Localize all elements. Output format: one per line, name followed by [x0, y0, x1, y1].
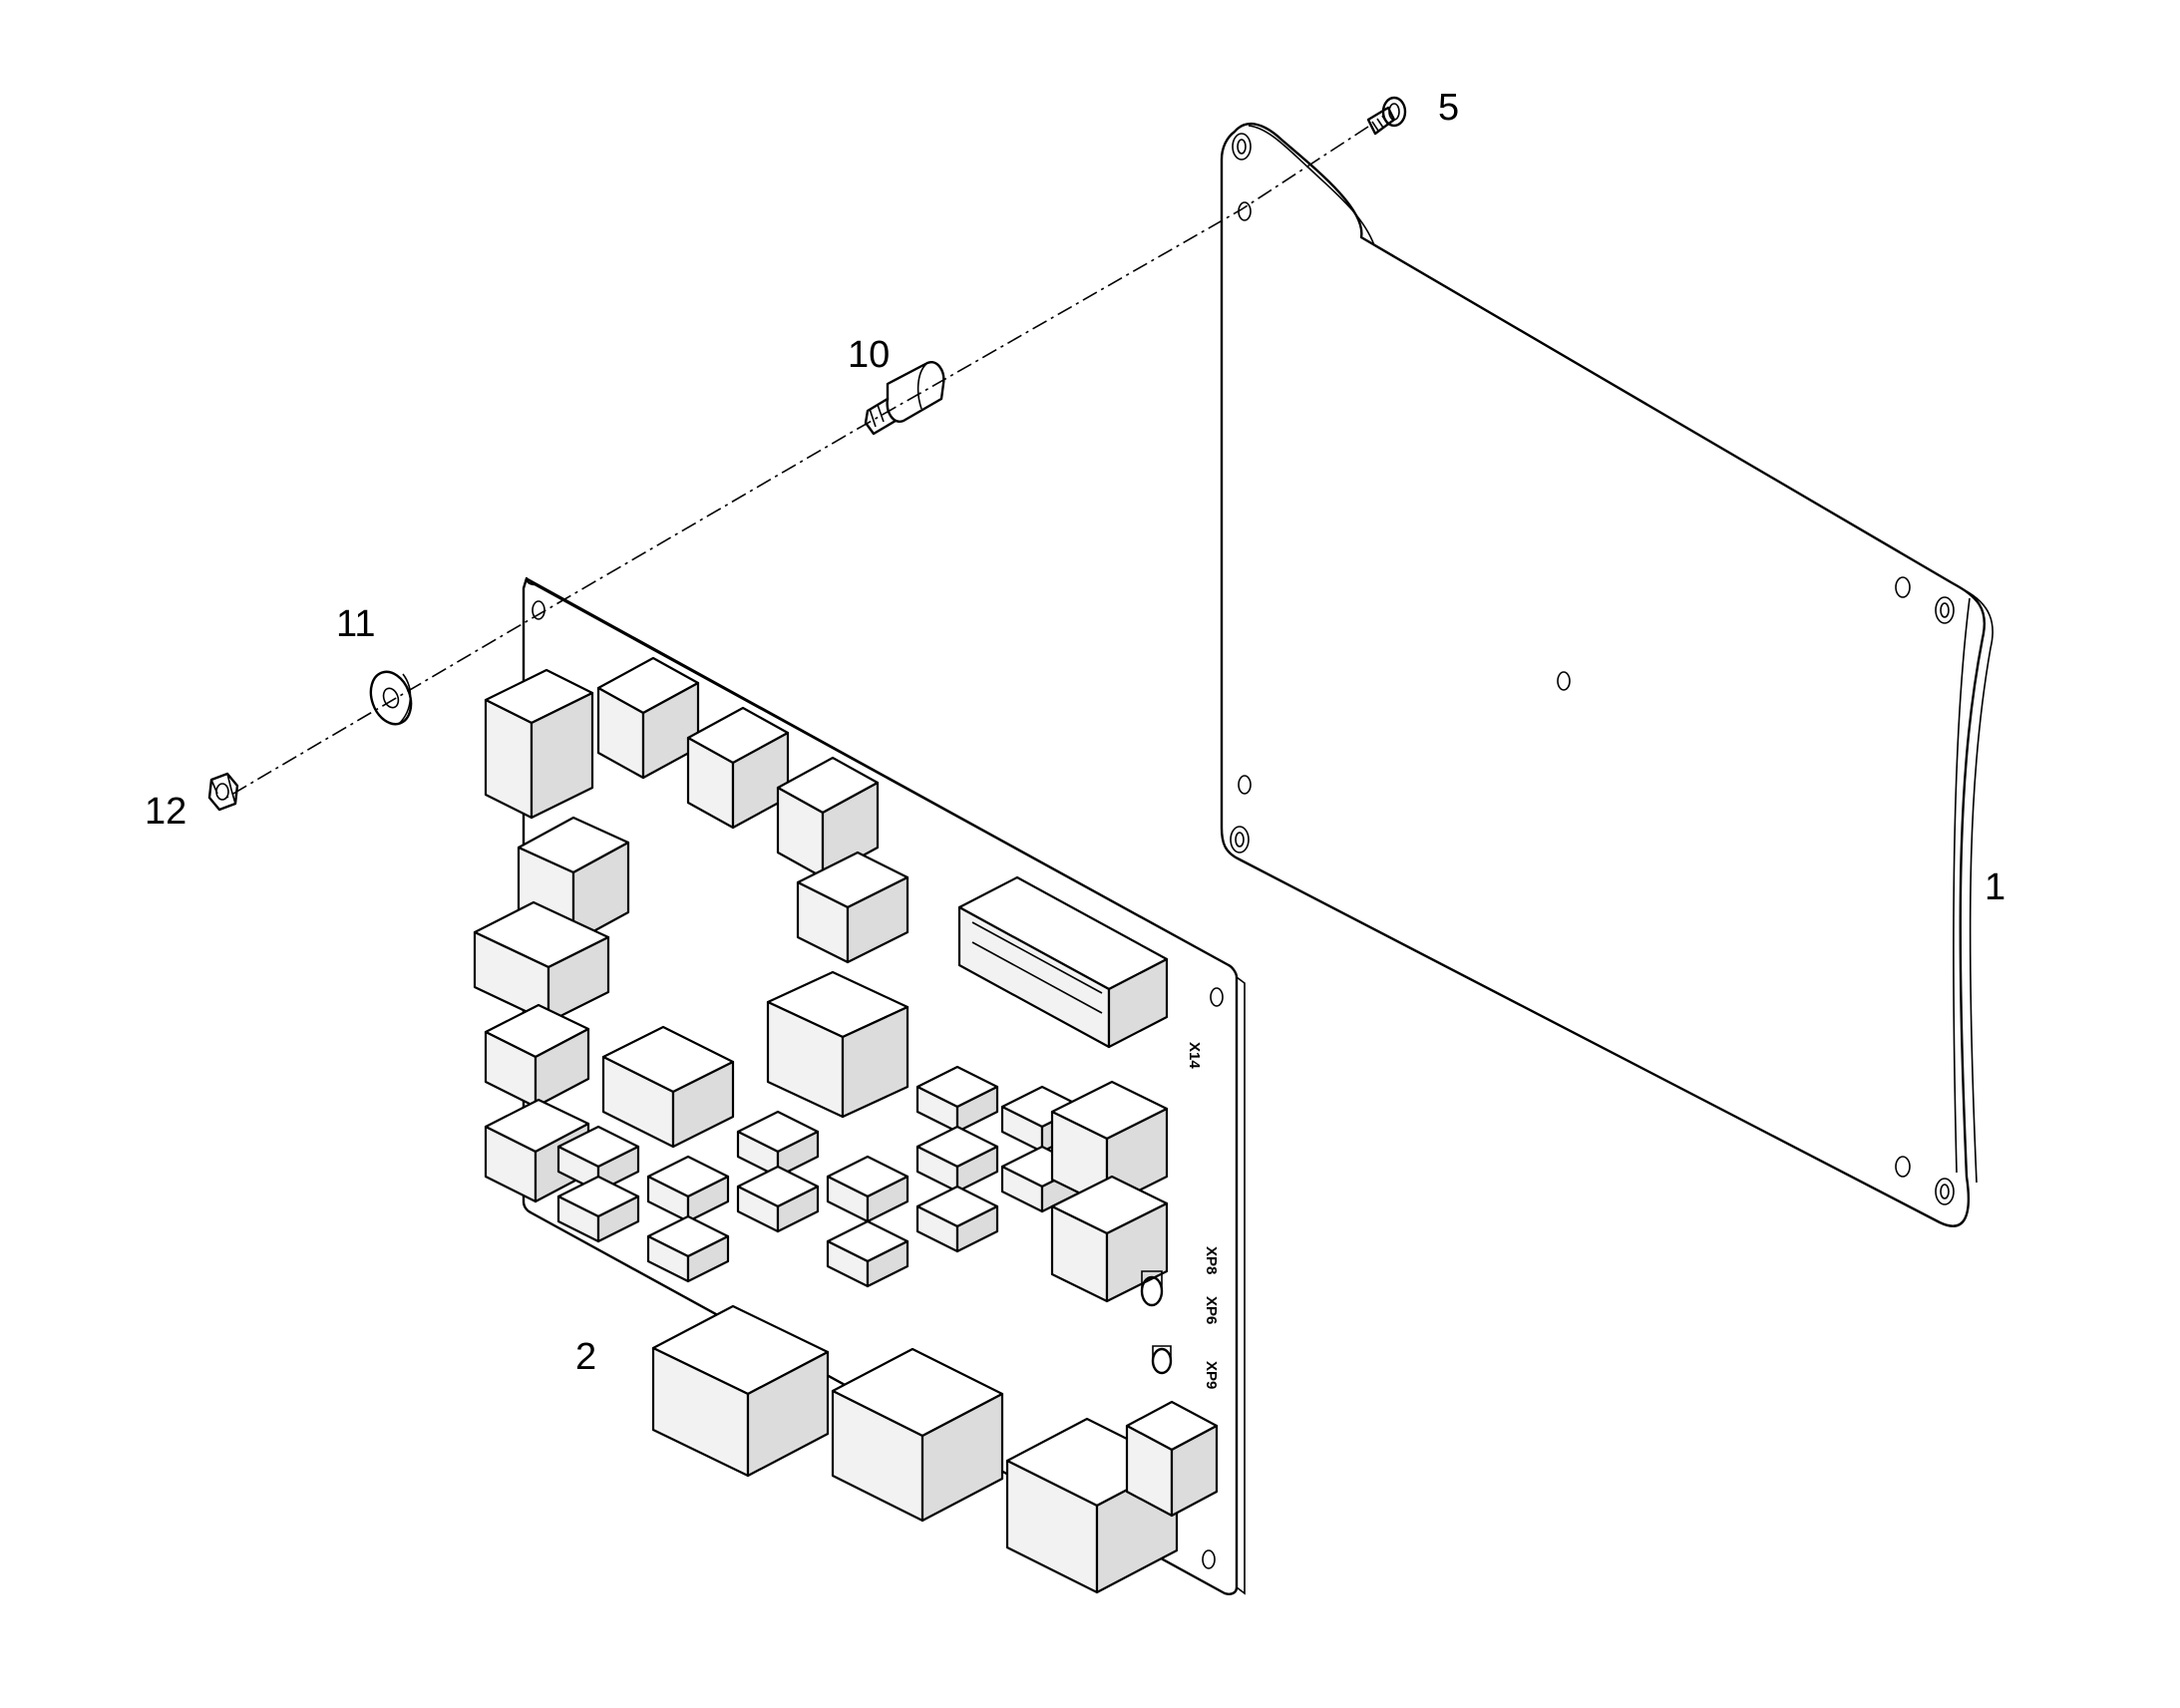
- callout-12: 12: [145, 791, 186, 833]
- callout-2: 2: [575, 1336, 596, 1378]
- washer-part: [369, 670, 413, 726]
- callout-1: 1: [1985, 866, 2005, 908]
- silk-xp6: XP6: [1203, 1296, 1220, 1324]
- assembly-centerline: [225, 126, 1369, 799]
- silk-x14: X14: [1186, 1042, 1203, 1069]
- silk-xp9: XP9: [1203, 1361, 1220, 1389]
- nut-part: [207, 772, 239, 812]
- circuit-board: X14 XP8 XP6 XP9: [473, 576, 1246, 1595]
- silk-xp8: XP8: [1203, 1246, 1220, 1274]
- callout-5: 5: [1438, 87, 1459, 129]
- standoff-part: [864, 361, 945, 436]
- callout-10: 10: [848, 334, 890, 376]
- screw-part: [1366, 96, 1407, 136]
- callout-11: 11: [336, 603, 375, 645]
- mounting-plate: [1220, 122, 1994, 1227]
